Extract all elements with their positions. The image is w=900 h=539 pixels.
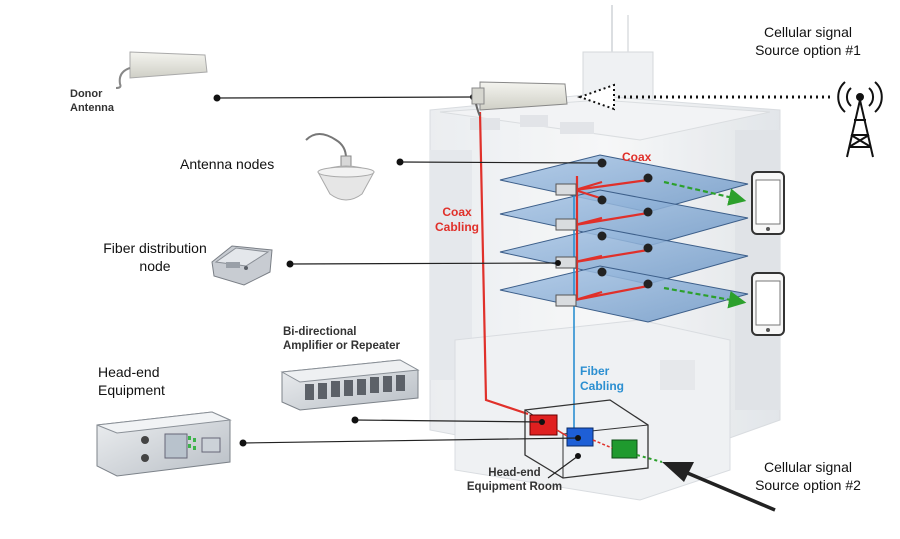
rooftop-donor-antenna-icon <box>471 81 568 117</box>
fiber-node-label: Fiber distribution node <box>95 240 215 275</box>
donor-antenna-icon <box>115 51 208 89</box>
headend-room-label-line1: Head-end <box>488 467 541 479</box>
headend-rack-icon <box>96 411 232 477</box>
fiber-cabling-label-line2: Cabling <box>580 379 624 393</box>
coax-top-label: Coax <box>622 150 652 164</box>
source2-label: Cellular signal Source option #2 <box>748 459 868 494</box>
headend-equipment-label: Head-end Equipment <box>98 364 165 399</box>
fiber-cabling-label-line1: Fiber <box>580 364 610 378</box>
donor-antenna-label-line2: Antenna <box>70 101 114 114</box>
floor-antenna-nodes <box>597 158 653 289</box>
coax-cabling-label: Coax Cabling <box>432 205 482 235</box>
source1-label-line1: Cellular signal <box>764 24 852 40</box>
floor-unit-4 <box>555 294 577 307</box>
fiber-node-label-line1: Fiber distribution <box>103 240 207 256</box>
fiber-node-device-icon <box>211 245 273 286</box>
antenna-node-icon <box>305 133 375 201</box>
mobile-phone-icon <box>751 171 785 235</box>
floor-unit-2 <box>555 218 577 231</box>
amplifier-label-line2: Amplifier or Repeater <box>283 340 400 353</box>
mobile-phone-icon <box>751 272 785 336</box>
source2-label-line2: Source option #2 <box>755 476 861 493</box>
amplifier-rack-icon <box>280 359 420 411</box>
amplifier-label: Bi-directional Amplifier or Repeater <box>283 325 400 354</box>
headend-red-unit <box>529 414 558 436</box>
wireless-signal-arrows <box>663 180 747 309</box>
floor-4 <box>499 265 749 323</box>
source2-label-line1: Cellular signal <box>764 459 852 475</box>
headend-room-label-line2: Equipment Room <box>466 481 563 494</box>
donor-antenna-label: Donor Antenna <box>70 88 114 116</box>
source1-dotted-arrow <box>576 83 830 111</box>
fiber-cabling-label: Fiber Cabling <box>580 364 624 394</box>
amplifier-label-line1: Bi-directional <box>283 326 357 338</box>
leader-lines <box>216 96 601 479</box>
cell-tower-icon <box>837 81 883 158</box>
antenna-nodes-label: Antenna nodes <box>180 156 275 172</box>
source2-arrow <box>662 462 776 512</box>
source1-label: Cellular signal Source option #1 <box>748 24 868 59</box>
headend-green-unit <box>611 439 638 459</box>
fiber-node-label-line2: node <box>139 257 171 274</box>
donor-antenna-label-line1: Donor <box>70 88 103 100</box>
headend-equipment-label-line1: Head-end <box>98 364 160 380</box>
floor-unit-1 <box>555 183 577 196</box>
coax-cabling <box>478 111 649 416</box>
headend-room-label: Head-end Equipment Room <box>452 466 577 495</box>
floor-distribution-units <box>555 183 577 307</box>
headend-equipment-label-line2: Equipment <box>98 381 165 398</box>
coax-cabling-label-line1: Coax <box>442 205 472 219</box>
coax-cabling-label-line2: Cabling <box>435 220 479 234</box>
source1-label-line2: Source option #1 <box>755 41 861 58</box>
